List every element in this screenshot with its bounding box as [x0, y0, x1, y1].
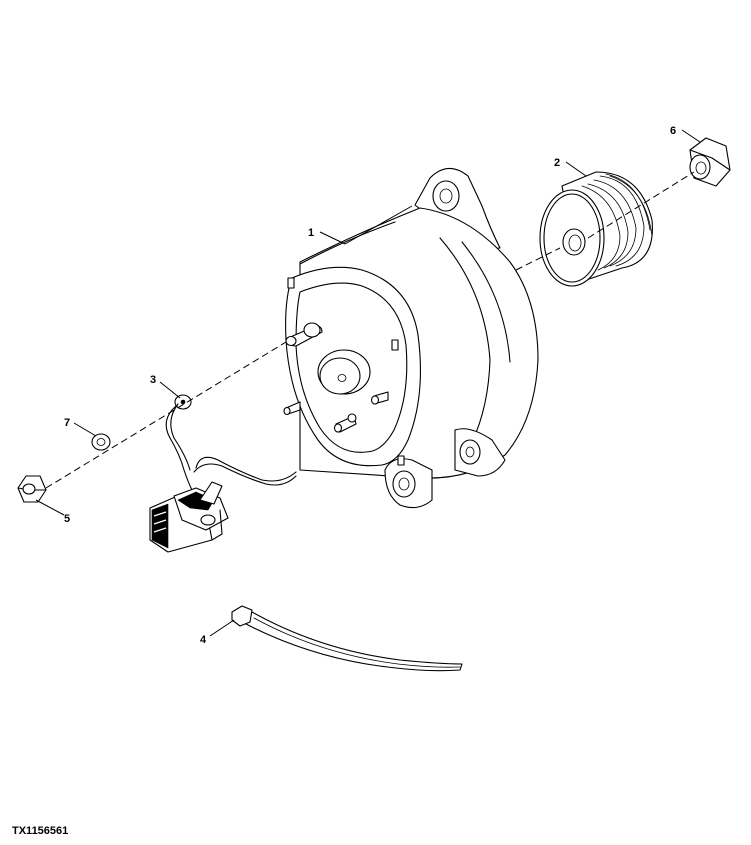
pulley: [539, 171, 653, 287]
callout-lock-washer: 7: [64, 417, 70, 429]
callout-cable-tie: 4: [200, 634, 207, 646]
callout-leaders: [35, 129, 701, 637]
callout-terminal: 3: [150, 374, 156, 386]
callout-pulley: 2: [554, 157, 560, 169]
callout-small-nut: 5: [64, 513, 70, 525]
cable-tie: [231, 605, 463, 672]
small-nut: [17, 475, 47, 503]
callout-alternator: 1: [308, 227, 314, 239]
alternator: [283, 167, 539, 509]
lock-washer: [91, 433, 111, 451]
large-nut: [689, 137, 731, 187]
terminal-harness: [149, 394, 297, 553]
callout-large-nut: 6: [670, 125, 676, 137]
assembly-axis-lines: [45, 171, 695, 489]
figure-id: TX1156561: [12, 825, 68, 837]
